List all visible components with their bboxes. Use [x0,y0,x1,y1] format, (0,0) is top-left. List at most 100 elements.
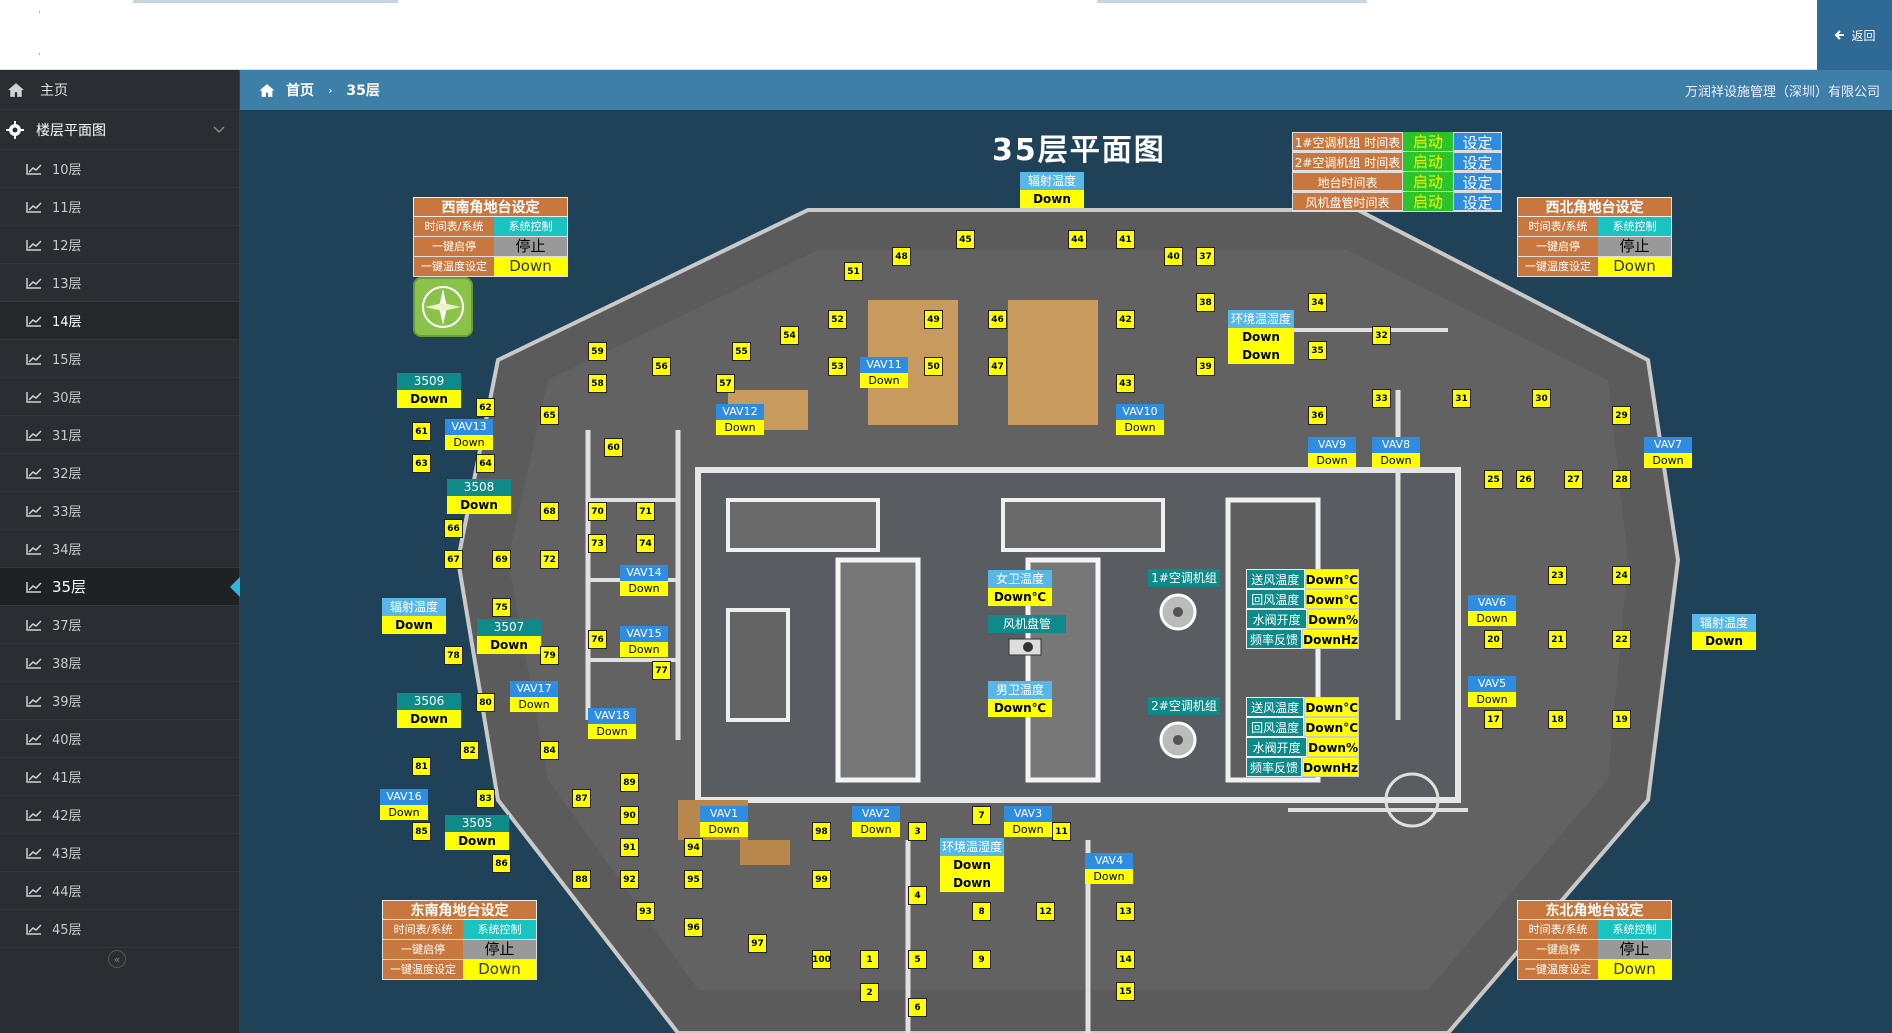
sensor-point-76[interactable]: 76 [588,630,607,649]
env-temp-humidity-sensor-2[interactable]: 环境温湿度 Down Down [940,838,1004,892]
sensor-point-99[interactable]: 99 [812,870,831,889]
env-temp-humidity-sensor-1[interactable]: 环境温湿度 Down Down [1228,310,1294,364]
sensor-point-3[interactable]: 3 [908,822,927,841]
temp-setting-value[interactable]: Down [1598,257,1671,276]
sensor-point-89[interactable]: 89 [620,773,639,792]
sensor-point-24[interactable]: 24 [1612,566,1631,585]
start-status[interactable]: 启动 [1403,132,1453,151]
sensor-point-81[interactable]: 81 [412,757,431,776]
sensor-point-86[interactable]: 86 [492,854,511,873]
set-button[interactable]: 设定 [1453,152,1502,172]
sidebar-item-floor[interactable]: 34层 [0,530,239,568]
sidebar-item-floor[interactable]: 14层 [0,302,239,340]
sensor-point-100[interactable]: 100 [812,950,831,969]
sensor-point-56[interactable]: 56 [652,357,671,376]
sensor-point-27[interactable]: 27 [1564,470,1583,489]
sidebar-item-floor[interactable]: 35层 [0,568,240,606]
sensor-point-98[interactable]: 98 [812,822,831,841]
sensor-point-4[interactable]: 4 [908,886,927,905]
sensor-point-46[interactable]: 46 [988,310,1007,329]
sensor-point-54[interactable]: 54 [780,326,799,345]
system-control-button[interactable]: 系统控制 [494,217,567,236]
sensor-point-64[interactable]: 64 [476,454,495,473]
sensor-point-67[interactable]: 67 [444,550,463,569]
sensor-point-95[interactable]: 95 [684,870,703,889]
sensor-point-5[interactable]: 5 [908,950,927,969]
sensor-point-71[interactable]: 71 [636,502,655,521]
sensor-point-44[interactable]: 44 [1068,230,1087,249]
sensor-point-30[interactable]: 30 [1532,389,1551,408]
sensor-point-37[interactable]: 37 [1196,247,1215,266]
sensor-point-11[interactable]: 11 [1052,822,1071,841]
sensor-point-96[interactable]: 96 [684,918,703,937]
sensor-point-18[interactable]: 18 [1548,710,1567,729]
sensor-point-60[interactable]: 60 [604,438,623,457]
sidebar-item-floor[interactable]: 38层 [0,644,239,682]
ahu-param-value[interactable]: Down% [1307,737,1359,757]
ahu-param-value[interactable]: Down℃ [1304,589,1359,609]
sensor-point-39[interactable]: 39 [1196,357,1215,376]
female-restroom-temp[interactable]: 女卫温度 Down℃ [988,570,1052,606]
sensor-point-93[interactable]: 93 [636,902,655,921]
sensor-point-84[interactable]: 84 [540,741,559,760]
sensor-point-45[interactable]: 45 [956,230,975,249]
sidebar-item-floor[interactable]: 32层 [0,454,239,492]
sidebar-item-floor[interactable]: 39层 [0,682,239,720]
sensor-point-23[interactable]: 23 [1548,566,1567,585]
sensor-point-47[interactable]: 47 [988,357,1007,376]
sensor-point-85[interactable]: 85 [412,822,431,841]
sensor-point-59[interactable]: 59 [588,342,607,361]
sidebar-item-floor[interactable]: 10层 [0,150,239,188]
temp-setting-value[interactable]: Down [1598,960,1671,979]
sidebar-item-floor[interactable]: 33层 [0,492,239,530]
sidebar-item-home[interactable]: 主页 [0,70,239,110]
sidebar-item-floor[interactable]: 15层 [0,340,239,378]
sensor-point-42[interactable]: 42 [1116,310,1135,329]
system-control-button[interactable]: 系统控制 [463,920,536,939]
sensor-point-1[interactable]: 1 [860,950,879,969]
sensor-point-73[interactable]: 73 [588,534,607,553]
ahu-param-value[interactable]: Down℃ [1304,569,1359,589]
sensor-point-70[interactable]: 70 [588,502,607,521]
sidebar-item-floor[interactable]: 43层 [0,834,239,872]
sensor-point-55[interactable]: 55 [732,342,751,361]
sensor-point-79[interactable]: 79 [540,646,559,665]
sensor-point-51[interactable]: 51 [844,262,863,281]
sensor-point-31[interactable]: 31 [1452,389,1471,408]
start-status[interactable]: 启动 [1403,192,1453,211]
sensor-point-80[interactable]: 80 [476,693,495,712]
sidebar-item-floor[interactable]: 12层 [0,226,239,264]
sensor-point-33[interactable]: 33 [1372,389,1391,408]
sensor-point-22[interactable]: 22 [1612,630,1631,649]
sensor-point-65[interactable]: 65 [540,406,559,425]
sensor-point-94[interactable]: 94 [684,838,703,857]
sensor-point-41[interactable]: 41 [1116,230,1135,249]
sensor-point-88[interactable]: 88 [572,870,591,889]
sensor-point-63[interactable]: 63 [412,454,431,473]
sensor-point-48[interactable]: 48 [892,247,911,266]
sensor-point-57[interactable]: 57 [716,374,735,393]
start-status[interactable]: 启动 [1403,152,1453,171]
set-button[interactable]: 设定 [1453,172,1502,192]
collapse-sidebar-button[interactable]: « [108,950,126,968]
sensor-point-83[interactable]: 83 [476,789,495,808]
ahu-param-value[interactable]: Down°C [1304,717,1359,737]
sensor-point-9[interactable]: 9 [972,950,991,969]
sensor-point-8[interactable]: 8 [972,902,991,921]
sensor-point-50[interactable]: 50 [924,357,943,376]
sensor-point-14[interactable]: 14 [1116,950,1135,969]
sensor-point-82[interactable]: 82 [460,741,479,760]
start-status[interactable]: 启动 [1403,172,1453,191]
